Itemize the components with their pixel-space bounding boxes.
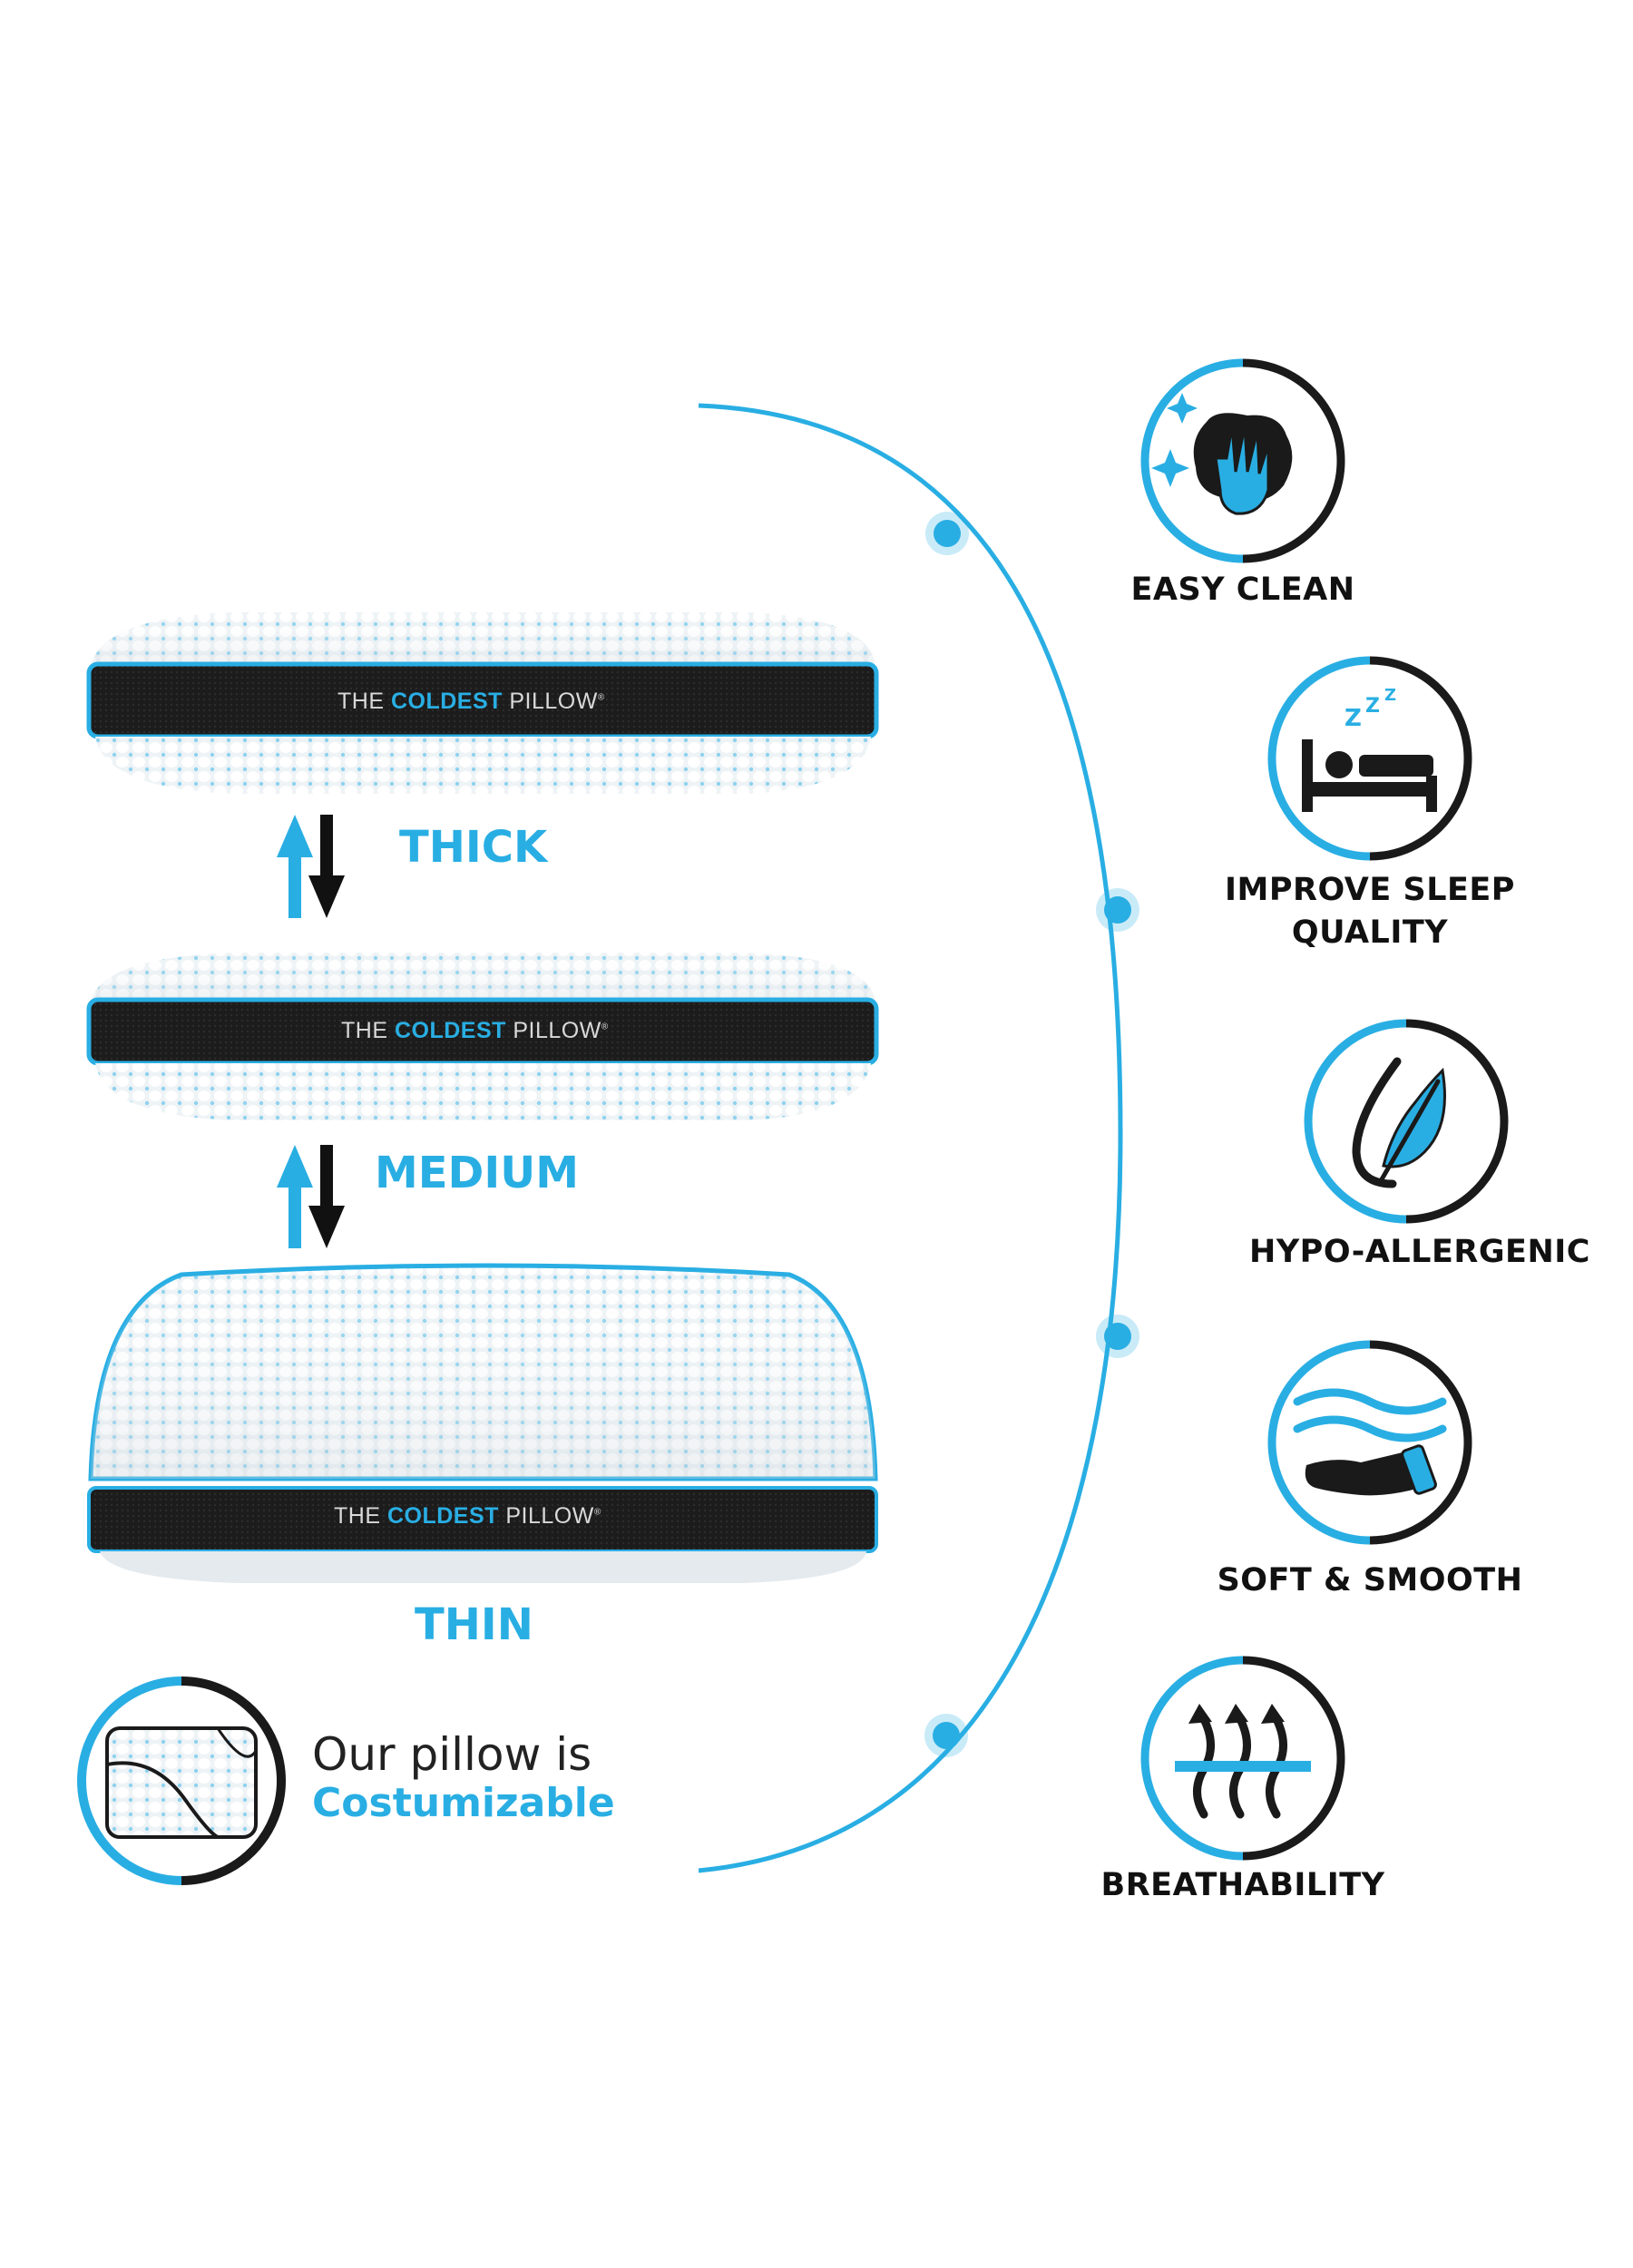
size-label-thick: THICK xyxy=(399,822,548,873)
arc-dot-1 xyxy=(925,512,969,555)
pillow-thick-image xyxy=(86,612,879,794)
pillow-thick-brand: THE COLDEST PILLOW® xyxy=(337,689,605,714)
arrow-medium-icon xyxy=(277,1145,345,1248)
feature-label-easy-clean: EASY CLEAN xyxy=(1130,572,1355,608)
pillow-medium-brand: THE COLDEST PILLOW® xyxy=(341,1018,609,1043)
hand-cleaning-icon xyxy=(1140,358,1345,563)
customizable-text-line1: Our pillow is xyxy=(312,1728,592,1781)
person-sleeping-bed-icon: Z Z Z xyxy=(1267,656,1472,861)
feature-arc xyxy=(698,403,1123,1873)
arrow-thick-icon xyxy=(277,815,345,918)
feature-label-sleep-line2: QUALITY xyxy=(1291,914,1449,951)
pillow-thin-brand: THE COLDEST PILLOW® xyxy=(334,1503,601,1529)
airflow-arrows-icon xyxy=(1140,1656,1345,1861)
arc-dot-4 xyxy=(924,1714,968,1757)
feature-label-soft-smooth: SOFT & SMOOTH xyxy=(1217,1562,1523,1598)
arc-dot-3 xyxy=(1096,1315,1139,1358)
customizable-icon xyxy=(77,1677,286,1885)
pillow-thin-image xyxy=(87,1263,878,1583)
arc-dot-2 xyxy=(1096,888,1139,932)
size-label-medium: MEDIUM xyxy=(375,1148,579,1198)
feature-label-sleep-quality: IMPROVE SLEEP QUALITY xyxy=(1188,869,1551,954)
svg-text:Z: Z xyxy=(1345,705,1362,732)
hand-waves-icon xyxy=(1267,1340,1472,1545)
feature-label-breathability: BREATHABILITY xyxy=(1100,1867,1385,1903)
feather-drop-icon xyxy=(1304,1019,1509,1224)
size-label-thin: THIN xyxy=(415,1599,533,1650)
feature-label-sleep-line1: IMPROVE SLEEP xyxy=(1225,872,1515,908)
svg-text:Z: Z xyxy=(1384,686,1396,705)
customizable-text-line2: Costumizable xyxy=(312,1780,615,1826)
svg-text:Z: Z xyxy=(1365,695,1380,718)
pillow-medium-image xyxy=(86,953,879,1120)
feature-label-hypo-allergenic: HYPO-ALLERGENIC xyxy=(1249,1234,1590,1270)
